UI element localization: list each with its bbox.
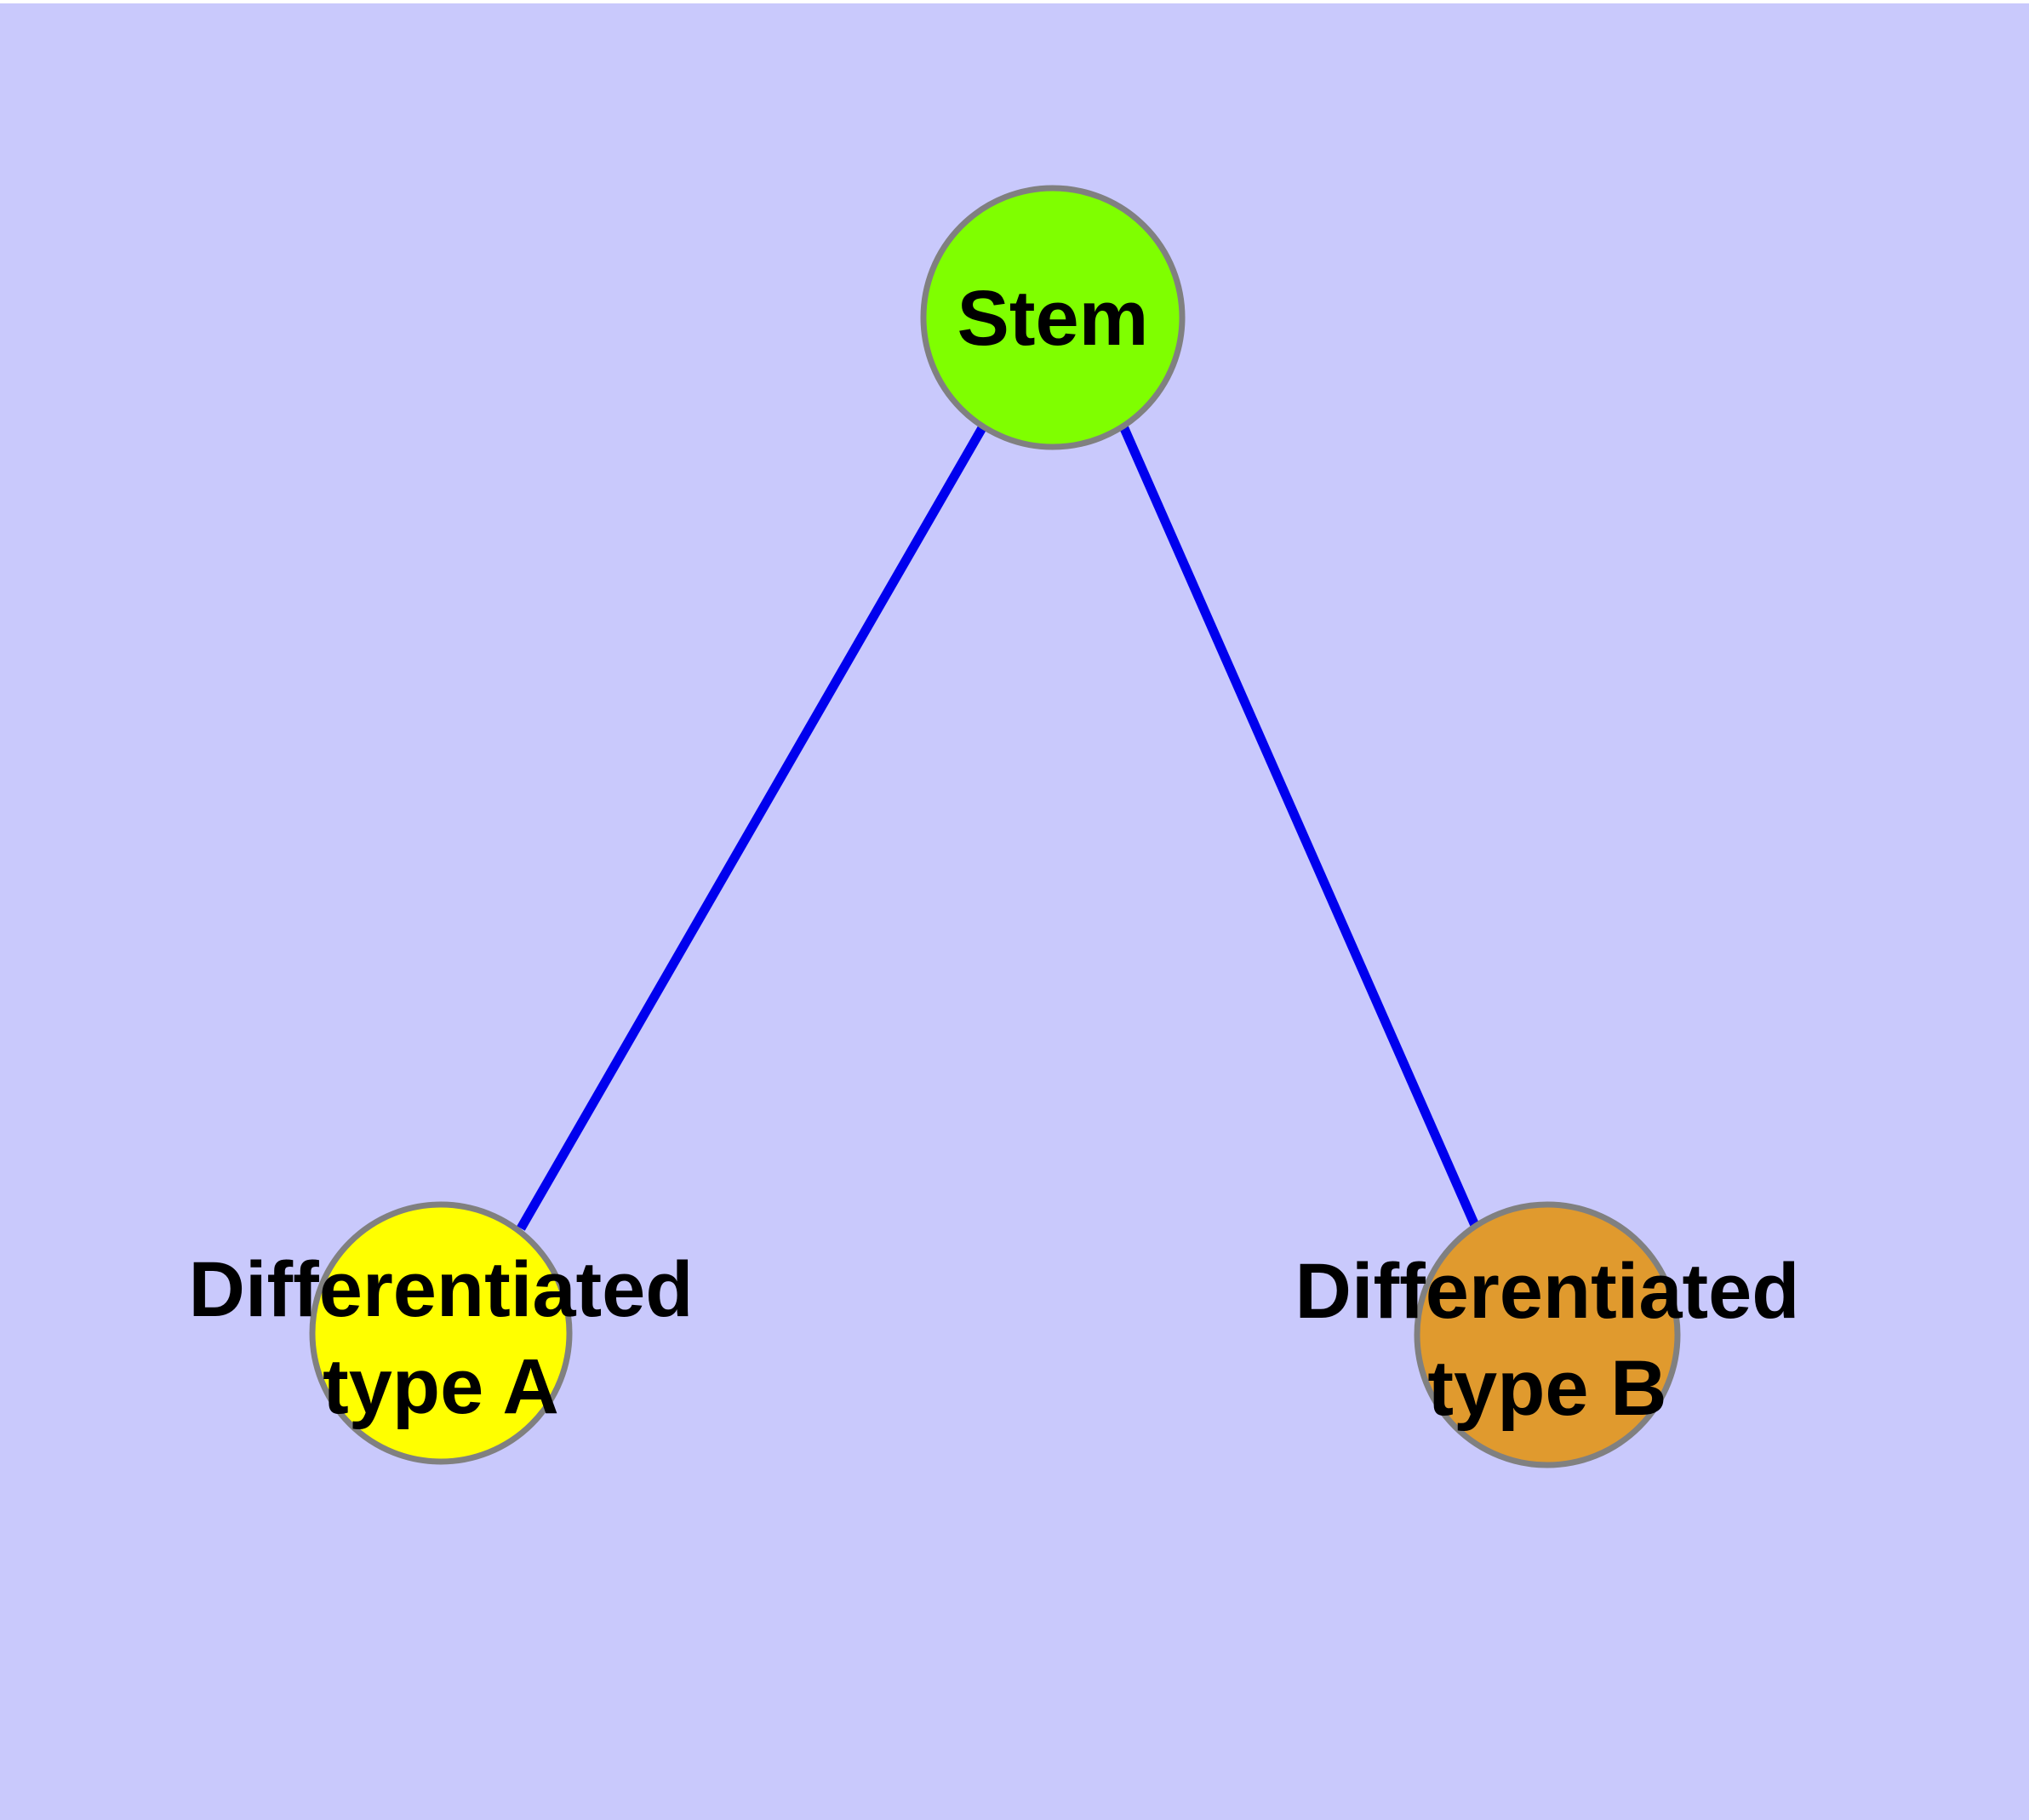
node-circle-stem[interactable]	[920, 185, 1186, 450]
edge-layer	[517, 424, 1482, 1232]
edge-stem-to-differentiated-type-b[interactable]	[1118, 424, 1482, 1232]
node-circle-differentiated-type-b[interactable]	[1414, 1201, 1681, 1468]
node-circle-differentiated-type-a[interactable]	[309, 1201, 573, 1465]
node-label-differentiated-type-a-line2: type A	[323, 1343, 559, 1430]
node-label-differentiated-type-b-line2: type B	[1427, 1345, 1666, 1432]
label-layer: Stem Differentiated type A Differentiate…	[189, 275, 1800, 1432]
node-label-stem: Stem	[957, 275, 1149, 362]
node-label-differentiated-type-b-line1: Differentiated	[1295, 1248, 1800, 1335]
edge-stem-to-differentiated-type-a[interactable]	[517, 424, 987, 1231]
node-layer	[309, 185, 1681, 1468]
node-label-differentiated-type-a-line1: Differentiated	[189, 1246, 694, 1333]
